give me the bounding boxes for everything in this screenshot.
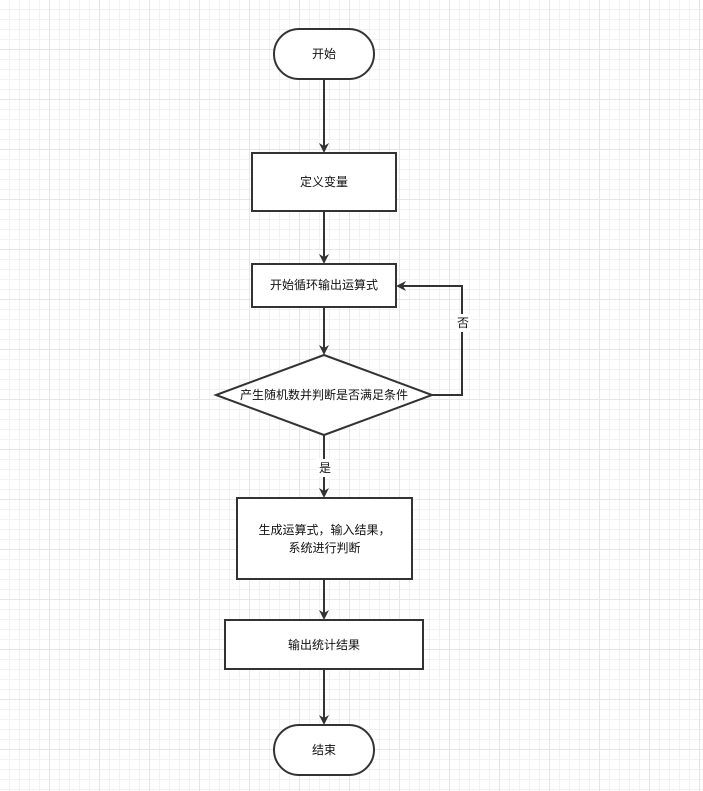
end-terminal — [273, 724, 375, 776]
generate-label-line2: 系统进行判断 — [288, 541, 361, 555]
start-label: 开始 — [311, 47, 336, 61]
generate-box — [236, 497, 413, 580]
loop-output-label: 开始循环输出运算式 — [269, 278, 378, 292]
output-stats-label: 输出统计结果 — [287, 638, 360, 652]
edge-decision-no-loop-back — [396, 281, 463, 396]
edge-label-no: 否 — [455, 314, 471, 332]
generate-label-line1: 生成运算式，输入结果， — [258, 523, 391, 537]
decision-label: 产生随机数并判断是否满足条件 — [239, 388, 408, 402]
loop-output-box — [251, 263, 397, 308]
define-vars-box — [251, 152, 397, 212]
define-vars-label: 定义变量 — [299, 175, 348, 189]
edge-label-yes: 是 — [316, 459, 334, 477]
end-label: 结束 — [311, 743, 336, 757]
